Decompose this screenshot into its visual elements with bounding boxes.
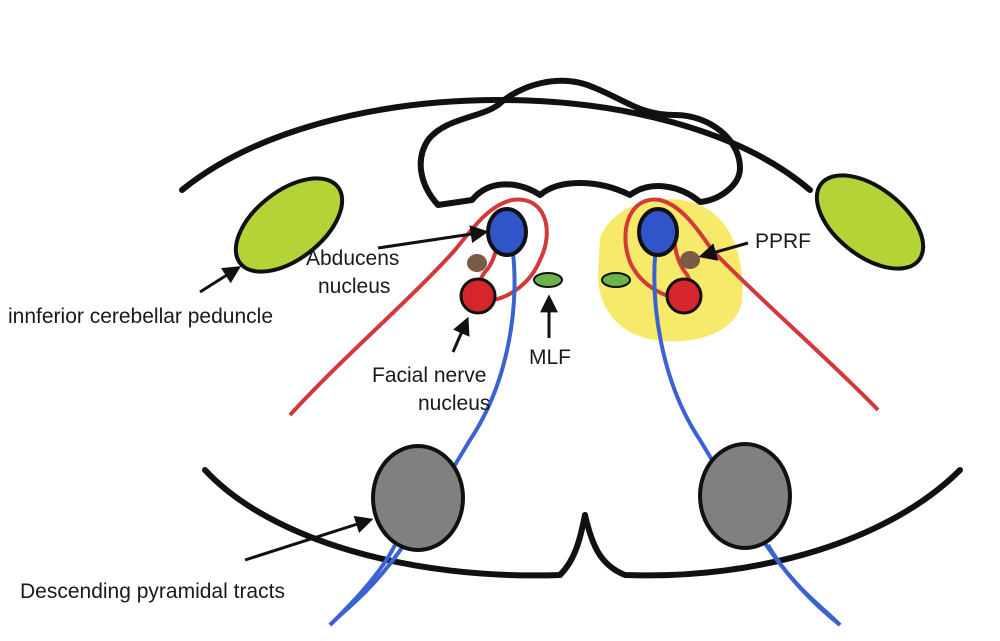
facial-nerve-nucleus-right <box>665 277 703 315</box>
facial-nerve-tract-right <box>623 197 880 412</box>
mlf-right <box>601 272 631 288</box>
label-abducens-1: Abducens <box>306 247 399 270</box>
inferior-cerebellar-peduncle-right <box>814 173 926 271</box>
pprf-nucleus-left <box>467 254 487 272</box>
arrow-icp <box>199 266 242 294</box>
arrow-pyramidal <box>244 515 374 562</box>
arrow-abducens <box>377 225 489 250</box>
fourth-ventricle <box>417 77 743 208</box>
label-icp: innferior cerebellar peduncle <box>8 305 273 328</box>
facial-nerve-tract-left <box>288 197 549 417</box>
facial-nerve-nucleus-left <box>459 277 497 315</box>
pyramidal-tract-left <box>371 444 465 552</box>
label-mlf: MLF <box>529 346 571 369</box>
pons-outline-top <box>179 97 813 193</box>
pyramidal-tract-right <box>698 442 792 550</box>
arrow-pprf <box>698 241 749 261</box>
pons-outline-bottom-left <box>202 467 588 579</box>
label-abducens-2: nucleus <box>318 275 390 298</box>
mlf-left <box>533 272 563 288</box>
pons-outline-bottom-right <box>582 467 963 579</box>
label-pyramidal: Descending pyramidal tracts <box>20 580 285 603</box>
inferior-cerebellar-peduncle-left <box>233 176 345 274</box>
abducens-nucleus-right <box>637 207 679 257</box>
label-facial-2: nucleus <box>418 392 490 415</box>
pprf-nucleus-right <box>680 251 700 269</box>
arrow-facial <box>451 316 470 353</box>
abducens-nerve-fiber-left-lower <box>328 544 397 627</box>
abducens-nerve-fiber-right-lower <box>766 544 842 627</box>
abducens-nucleus-left <box>486 207 528 257</box>
label-pprf: PPRF <box>755 230 811 253</box>
label-facial-1: Facial nerve <box>372 364 486 387</box>
pprf-highlight-region <box>598 199 743 342</box>
